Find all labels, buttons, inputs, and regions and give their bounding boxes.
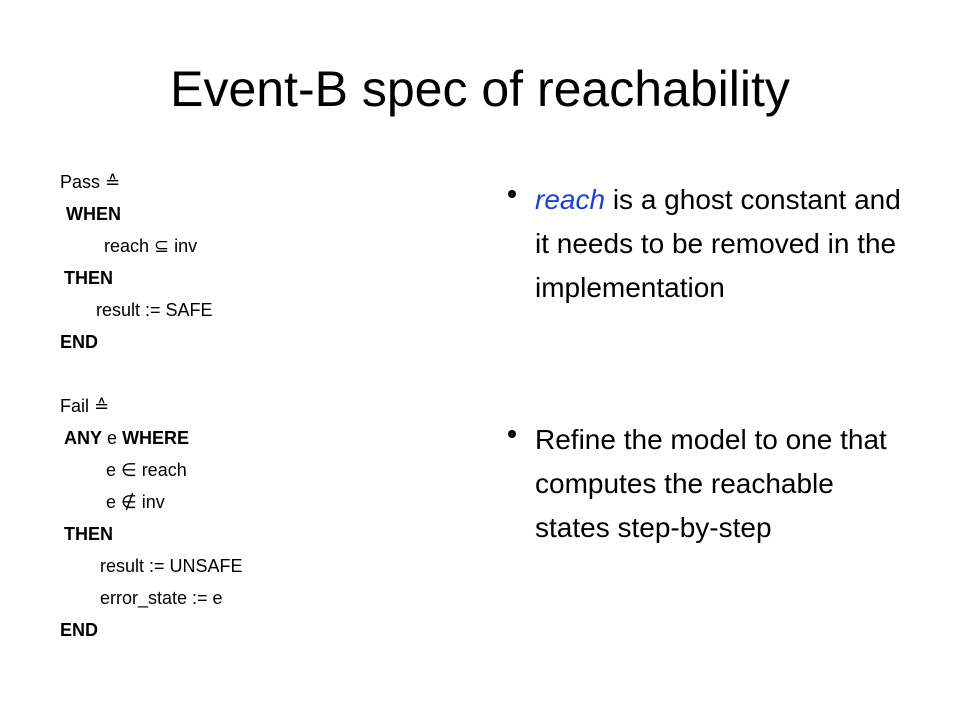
bullet-text: Refine the model to one that computes th…	[535, 418, 907, 550]
then-keyword: THEN	[64, 524, 113, 544]
slide-title: Event-B spec of reachability	[170, 61, 790, 117]
any-variable: e	[107, 428, 118, 448]
bullet-dot-icon	[508, 430, 516, 438]
bullet-text: reach is a ghost constant and it needs t…	[535, 178, 907, 310]
any-clause: ANY e WHERE	[64, 424, 189, 452]
pass-event-header: Pass ≙	[60, 172, 121, 192]
bullet-emphasis: reach	[535, 184, 606, 215]
guard-e-in-reach: e ∈ reach	[106, 460, 187, 480]
guard-reach-subset-inv: reach ⊆ inv	[104, 236, 198, 256]
bullet-dot-icon	[508, 190, 516, 198]
end-keyword: END	[60, 332, 99, 352]
where-keyword: WHERE	[122, 428, 190, 448]
guard-e-not-in-inv: e ∉ inv	[106, 492, 165, 512]
action-result-safe: result := SAFE	[96, 300, 213, 320]
any-keyword: ANY	[64, 428, 103, 448]
bullet-body: Refine the model to one that computes th…	[535, 424, 887, 543]
then-keyword: THEN	[64, 268, 113, 288]
fail-event-header: Fail ≙	[60, 396, 110, 416]
when-keyword: WHEN	[66, 204, 121, 224]
bullet-body: is a ghost constant and it needs to be r…	[535, 184, 901, 303]
end-keyword: END	[60, 620, 99, 640]
action-error-state: error_state := e	[100, 588, 223, 608]
action-result-unsafe: result := UNSAFE	[100, 556, 243, 576]
